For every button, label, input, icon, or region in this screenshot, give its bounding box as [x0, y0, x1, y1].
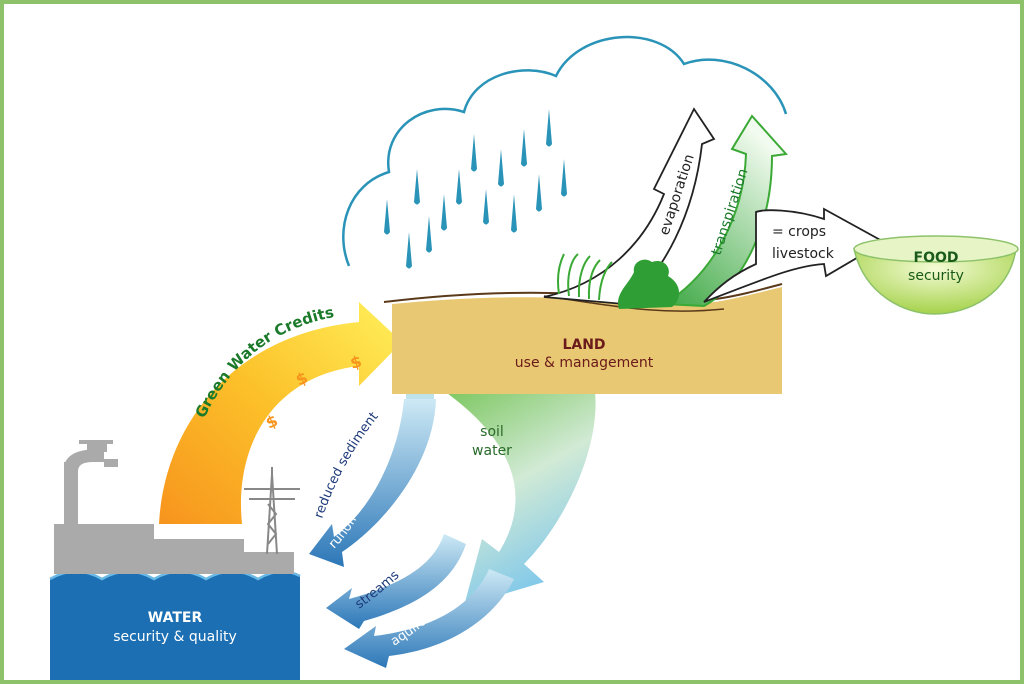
raindrop-icon: [521, 129, 527, 167]
aquifers-arrow: [344, 569, 514, 668]
raindrop-icon: [546, 109, 552, 147]
rain-drops: [384, 109, 567, 269]
land-title: LAND: [562, 337, 605, 353]
raindrop-icon: [498, 149, 504, 187]
crops-livestock-arrow: [703, 207, 886, 303]
raindrop-icon: [441, 194, 447, 231]
food-subtitle: security: [908, 268, 964, 284]
food-title: FOOD: [914, 250, 959, 266]
streams-arrow: [326, 534, 466, 629]
water-title: WATER: [148, 610, 203, 626]
tree-icon: [617, 259, 680, 309]
power-pylon-icon: [244, 467, 300, 555]
soil-label: soil: [480, 424, 504, 440]
raindrop-icon: [406, 232, 412, 269]
runoff-flow: [309, 399, 436, 567]
land-subtitle: use & management: [515, 355, 654, 371]
raindrop-icon: [456, 169, 462, 205]
raindrop-icon: [536, 174, 542, 212]
water-subtitle: security & quality: [113, 629, 237, 645]
land-block: [392, 287, 782, 394]
raindrop-icon: [471, 134, 477, 172]
livestock-label: livestock: [772, 246, 835, 262]
bowl-icon: [853, 235, 1019, 315]
raindrop-icon: [426, 216, 432, 253]
soil-water-label: water: [472, 443, 512, 459]
raindrop-icon: [561, 159, 567, 197]
dollar-sign-icon: $: [348, 352, 364, 373]
raindrop-icon: [384, 199, 390, 235]
grass-icon: [556, 253, 613, 301]
green-water-credits-arrow: [159, 302, 402, 524]
green-water-credits-diagram: $ $ $ Green Water Credits LAND use & man…: [49, 35, 1019, 680]
cloud-icon: [342, 35, 788, 267]
facility-silhouette: [54, 524, 294, 574]
raindrop-icon: [414, 169, 420, 205]
soil-water-arrow: [434, 384, 596, 606]
water-tap-icon: [64, 440, 118, 524]
raindrop-icon: [483, 189, 489, 225]
crops-label: = crops: [772, 224, 826, 240]
raindrop-icon: [511, 194, 517, 233]
dollar-sign-icon: $: [263, 411, 281, 433]
